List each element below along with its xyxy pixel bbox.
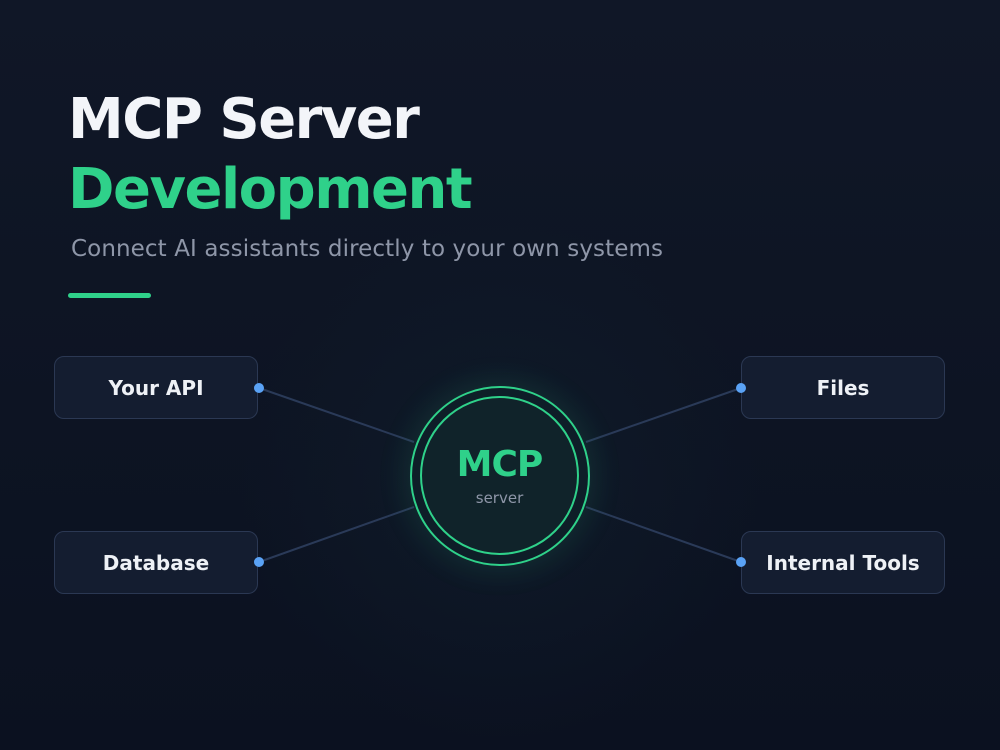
accent-bar	[68, 293, 151, 298]
connector-your-api	[258, 387, 415, 443]
hub-inner-circle: MCP server	[420, 396, 579, 555]
connector-dot-internal-tools	[736, 557, 746, 567]
node-label: Files	[816, 375, 870, 400]
node-database: Database	[54, 531, 258, 594]
connector-dot-files	[736, 383, 746, 393]
node-internal-tools: Internal Tools	[741, 531, 945, 594]
connector-dot-your-api	[254, 383, 264, 393]
title-line-2: Development	[68, 157, 473, 222]
subtitle: Connect AI assistants directly to your o…	[71, 236, 664, 262]
node-label: Internal Tools	[766, 550, 920, 575]
connector-dot-database	[254, 557, 264, 567]
node-files: Files	[741, 356, 945, 419]
node-label: Your API	[108, 375, 204, 400]
node-label: Database	[102, 550, 210, 575]
title-line-1: MCP Server	[68, 87, 420, 152]
connector-files	[585, 387, 742, 443]
hub-subtitle: server	[475, 489, 524, 507]
node-your-api: Your API	[54, 356, 258, 419]
hub-title: MCP	[456, 444, 544, 485]
connector-internal-tools	[585, 506, 742, 563]
connector-database	[258, 506, 415, 563]
mcp-server-hub: MCP server	[410, 386, 590, 566]
